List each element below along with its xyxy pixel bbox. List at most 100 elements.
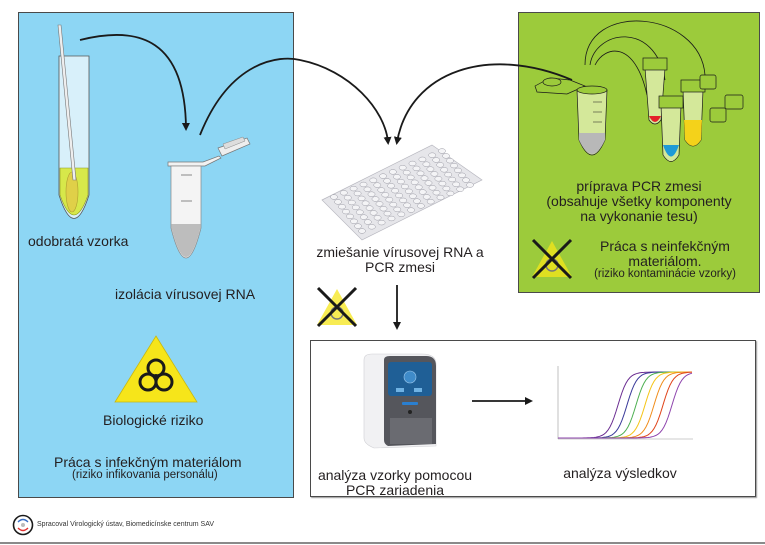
plate-well [446,158,454,164]
pcr-mix-label-3: na vykonanie tesu) [580,208,698,224]
plate-well [379,173,387,179]
mixing-label-1: zmiešanie vírusovej RNA a [316,244,484,260]
plate-well [444,171,453,178]
plate-well [414,184,423,190]
plate-well [353,190,362,197]
plate-well [357,195,366,202]
plate-well [399,197,407,204]
plate-well [397,178,405,185]
plate-well [448,176,457,183]
plate-well [442,185,451,192]
infectious-work-note: (riziko infikovania personálu) [72,469,218,481]
plate-well [401,183,409,190]
plate-well [416,170,425,176]
non-infectious-work-title-2: materiálom. [628,253,702,269]
plate-well [377,187,386,193]
plate-well [409,193,417,199]
plate-well [379,206,388,212]
plate-well [383,178,391,184]
arrow-mix-to-plate [393,63,573,145]
plate-well [371,196,380,202]
plate-well [377,219,386,226]
plate-well [373,182,382,188]
plate-well [424,180,433,186]
plate-well [343,195,352,201]
plate-well [387,215,396,222]
institute-logo-icon [12,514,34,536]
footer-divider [0,542,765,544]
plate-well [417,203,425,209]
swab-tube-icon [57,24,90,219]
plate-well [338,204,346,210]
crossed-biohazard-mix-icon [316,286,358,328]
plate-well [403,202,411,208]
device-analysis-label-1: analýza vzorky pomocou [317,467,473,483]
plate-well [367,191,376,197]
plate-well [389,169,397,175]
plate-well [428,152,437,158]
plate-well [375,201,384,207]
plate-well [402,169,411,176]
plate-well [436,194,445,201]
plate-well [442,153,450,159]
plate-well [422,194,431,200]
plate-well [418,156,427,163]
non-infectious-work-note: (riziko kontaminácie vzorky) [594,268,736,280]
plate-well [420,175,429,181]
plate-well [358,228,366,234]
plate-well [381,192,390,198]
plate-well [426,166,435,172]
arrow-isolation-to-plate [199,57,392,145]
plate-well [334,199,342,205]
plate-well [406,174,415,181]
plate-well [363,219,372,225]
credit-text: Spracoval Virologický ústav, Biomedicíns… [37,521,215,528]
plate-well [391,188,399,194]
plate-well [367,224,376,230]
plate-well [339,190,348,196]
plate-well [342,208,350,215]
step-sample-label: odobratá vzorka [28,233,129,249]
plate-well [369,177,378,183]
plate-well [398,165,407,171]
plate-well [361,200,370,206]
pcr-mix-label-2: (obsahuje všetky komponenty [546,193,732,209]
plate-well [387,183,395,189]
plate-well [363,186,372,192]
plate-well [359,181,368,188]
plate-well [458,172,466,178]
plate-well [450,162,458,169]
amplification-chart [557,366,693,440]
plate-well [452,181,461,187]
plate-well [373,215,382,221]
non-infectious-zone [518,12,760,293]
plate-well [395,192,403,199]
step-isolation-label: izolácia vírusovej RNA [115,286,256,302]
plate-well [393,174,401,180]
pcr-mix-label-1: príprava PCR zmesi [576,178,702,194]
crossed-biohazard-icon [531,238,573,280]
plate-well [446,190,455,197]
device-analysis-label-2: PCR zariadenia [345,482,445,498]
plate-well [434,176,443,182]
plate-well [428,185,437,191]
plate-well [397,211,406,217]
biohazard-icon [114,335,198,403]
plate-well [330,194,338,200]
plate-well [438,148,446,154]
plate-well [393,206,402,213]
plate-well [349,185,358,192]
plate-well [454,167,462,174]
rna-tube-icon [167,136,251,259]
plate-well [408,160,417,167]
plate-well [369,210,378,216]
plate-well [466,182,474,188]
plate-well [412,165,421,172]
plate-well [355,209,364,215]
plate-well [418,189,427,195]
plate-well [385,197,394,203]
pcr-mix-tubes-icon [534,20,744,162]
plate-well [410,179,419,185]
plate-well [413,198,421,204]
